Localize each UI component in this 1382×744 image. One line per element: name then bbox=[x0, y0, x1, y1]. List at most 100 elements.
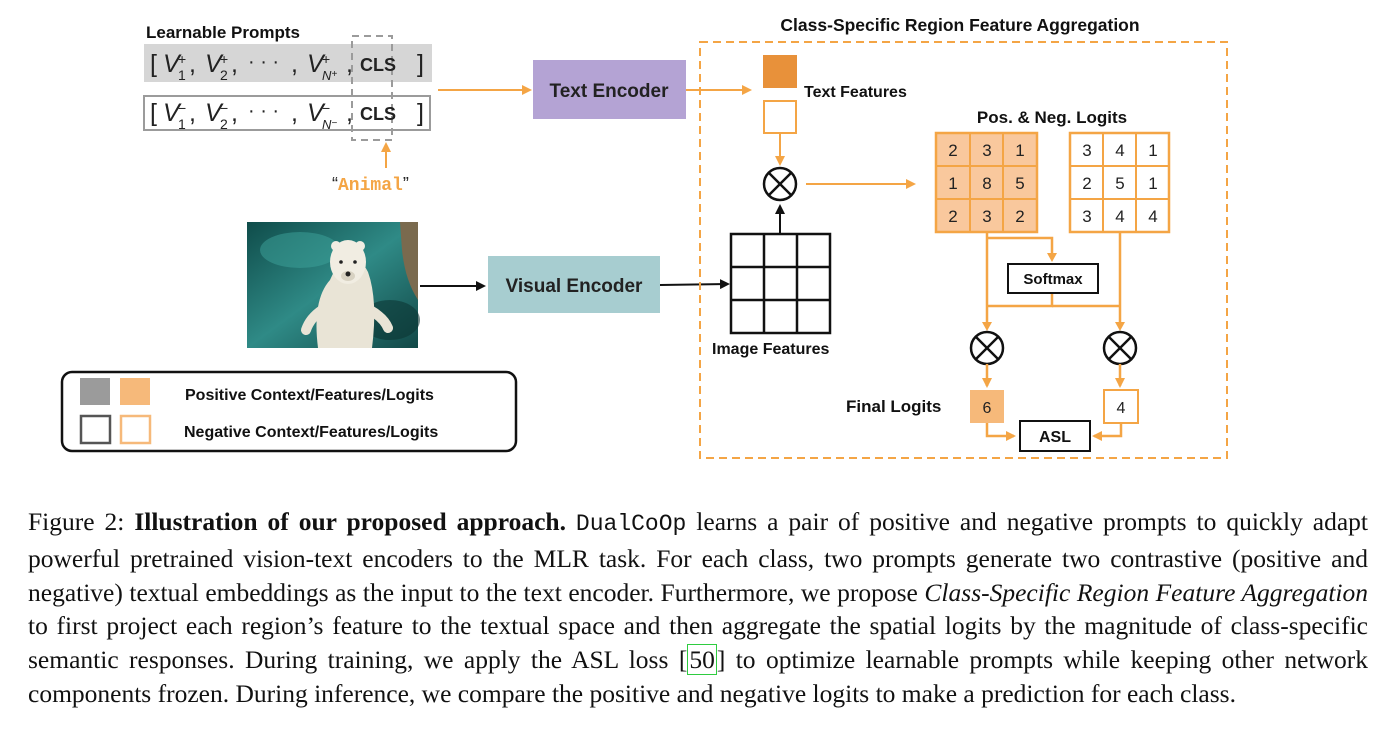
svg-text:−: − bbox=[220, 100, 228, 116]
svg-text:1: 1 bbox=[178, 116, 186, 132]
svg-text:N+: N+ bbox=[322, 68, 337, 83]
multiply-op-neg bbox=[1102, 330, 1138, 366]
token-vn-pos: V bbox=[307, 50, 326, 78]
legend-neg-feature-swatch bbox=[119, 414, 152, 445]
svg-text:−: − bbox=[322, 100, 330, 116]
svg-text:2: 2 bbox=[220, 67, 228, 83]
cls-token-pos: CLS bbox=[360, 55, 396, 75]
pos-logit-cell: 2 bbox=[948, 141, 957, 160]
token-v1-neg: V bbox=[163, 99, 182, 127]
legend-box bbox=[60, 370, 518, 453]
legend-pos-feature-swatch bbox=[120, 378, 150, 405]
citation-link[interactable]: 50 bbox=[687, 644, 717, 676]
text-encoder-box bbox=[533, 60, 686, 119]
asl-label: ASL bbox=[1039, 429, 1071, 446]
svg-text:N−: N− bbox=[322, 117, 337, 132]
negative-prompt: [ V − 1 , V − 2 , · · · , V − N− , CLS ] bbox=[150, 99, 424, 132]
caption-italic-term: Class-Specific Region Feature Aggregatio… bbox=[924, 577, 1368, 607]
cls-token-neg: CLS bbox=[360, 104, 396, 124]
legend-positive-label: Positive Context/Features/Logits bbox=[185, 387, 434, 404]
svg-text:,: , bbox=[231, 50, 238, 78]
region-title: Class-Specific Region Feature Aggregatio… bbox=[780, 15, 1139, 35]
svg-text:−: − bbox=[178, 100, 186, 116]
figure-caption: Figure 2: Illustration of our proposed a… bbox=[28, 505, 1368, 711]
pos-logit-cell: 1 bbox=[1015, 141, 1024, 160]
animal-label: “Animal” bbox=[332, 174, 409, 196]
text-features-label: Text Features bbox=[804, 84, 907, 101]
token-v1-pos: V bbox=[163, 50, 182, 78]
token-vn-neg: V bbox=[307, 99, 326, 127]
final-logits-label: Final Logits bbox=[846, 397, 941, 416]
logits-title: Pos. & Neg. Logits bbox=[977, 108, 1127, 127]
pos-logit-cell: 2 bbox=[1015, 207, 1024, 226]
svg-text:· · ·: · · · bbox=[248, 51, 279, 73]
neg-logit-cell: 2 bbox=[1082, 174, 1091, 193]
softmax-label: Softmax bbox=[1023, 271, 1083, 288]
softmax-box bbox=[1007, 263, 1099, 294]
svg-text:,: , bbox=[189, 50, 196, 78]
learnable-prompts-title: Learnable Prompts bbox=[146, 23, 300, 42]
neg-logit-cell: 1 bbox=[1148, 141, 1157, 160]
positive-prompt: [ V + 1 , V + 2 , · · · , V + N+ , CLS ] bbox=[150, 50, 424, 83]
neg-logit-cell: 5 bbox=[1115, 174, 1124, 193]
negative-prompt-box bbox=[143, 95, 431, 131]
final-pos-logit: 6 bbox=[983, 400, 992, 417]
pos-text-feature bbox=[763, 55, 797, 88]
neg-logit-cell: 4 bbox=[1115, 141, 1124, 160]
asl-box bbox=[1019, 420, 1091, 452]
svg-text:,: , bbox=[189, 99, 196, 127]
image-features-label: Image Features bbox=[712, 341, 829, 358]
svg-text:,: , bbox=[346, 50, 353, 78]
token-v2-neg: V bbox=[205, 99, 224, 127]
svg-text:2: 2 bbox=[220, 116, 228, 132]
legend-neg-context-swatch bbox=[79, 414, 112, 445]
caption-method-name: DualCoOp bbox=[575, 511, 687, 537]
multiply-op-main bbox=[762, 166, 798, 202]
pos-logit-cell: 1 bbox=[948, 174, 957, 193]
pos-logit-cell: 5 bbox=[1015, 174, 1024, 193]
pos-logit-cell: 3 bbox=[982, 207, 991, 226]
legend-pos-context-swatch bbox=[80, 378, 110, 405]
svg-text:+: + bbox=[178, 51, 186, 67]
polar-bear-image bbox=[247, 222, 420, 348]
text-encoder-label: Text Encoder bbox=[550, 81, 670, 102]
region-aggregation-box bbox=[699, 41, 1228, 459]
logit-flow-lines bbox=[985, 232, 1122, 328]
final-neg-logit: 4 bbox=[1117, 400, 1126, 417]
caption-bold-title: Illustration of our proposed approach. bbox=[134, 507, 566, 536]
final-pos-logit-box bbox=[970, 390, 1004, 423]
visual-encoder-box bbox=[488, 256, 660, 313]
method-figure: Learnable Prompts [ V + 1 , V + 2 , · · … bbox=[60, 15, 1228, 459]
neg-logit-cell: 3 bbox=[1082, 207, 1091, 226]
pos-logits-grid: 2 3 1 1 8 5 2 3 2 bbox=[934, 131, 1039, 234]
svg-text:,: , bbox=[231, 99, 238, 127]
svg-text:[: [ bbox=[150, 50, 157, 78]
caption-label: Figure 2: bbox=[28, 507, 135, 536]
caption-text-3: ] to optimize learnable prompts while ke… bbox=[28, 645, 1368, 708]
multiply-op-pos bbox=[969, 330, 1005, 366]
neg-logit-cell: 1 bbox=[1148, 174, 1157, 193]
neg-logit-cell: 4 bbox=[1148, 207, 1157, 226]
image-features-grid bbox=[729, 232, 832, 335]
visual-encoder-label: Visual Encoder bbox=[506, 276, 644, 297]
caption-text-2: to first project each region’s feature t… bbox=[28, 611, 1368, 675]
neg-text-feature bbox=[763, 100, 797, 134]
svg-text:· · ·: · · · bbox=[248, 100, 279, 122]
svg-text:]: ] bbox=[417, 99, 424, 127]
svg-text:[: [ bbox=[150, 99, 157, 127]
neg-logit-cell: 3 bbox=[1082, 141, 1091, 160]
token-v2-pos: V bbox=[205, 50, 224, 78]
positive-prompt-box bbox=[144, 44, 432, 82]
neg-logit-cell: 4 bbox=[1115, 207, 1124, 226]
svg-text:,: , bbox=[291, 99, 298, 127]
pos-logit-cell: 2 bbox=[948, 207, 957, 226]
final-neg-logit-box bbox=[1103, 389, 1139, 424]
pos-logit-cell: 8 bbox=[982, 174, 991, 193]
svg-text:]: ] bbox=[417, 50, 424, 78]
svg-text:+: + bbox=[220, 51, 228, 67]
legend-negative-label: Negative Context/Features/Logits bbox=[184, 424, 438, 441]
svg-text:+: + bbox=[322, 51, 330, 67]
svg-text:1: 1 bbox=[178, 67, 186, 83]
svg-text:,: , bbox=[291, 50, 298, 78]
caption-text-1: learns a pair of positive and negative p… bbox=[28, 507, 1369, 607]
